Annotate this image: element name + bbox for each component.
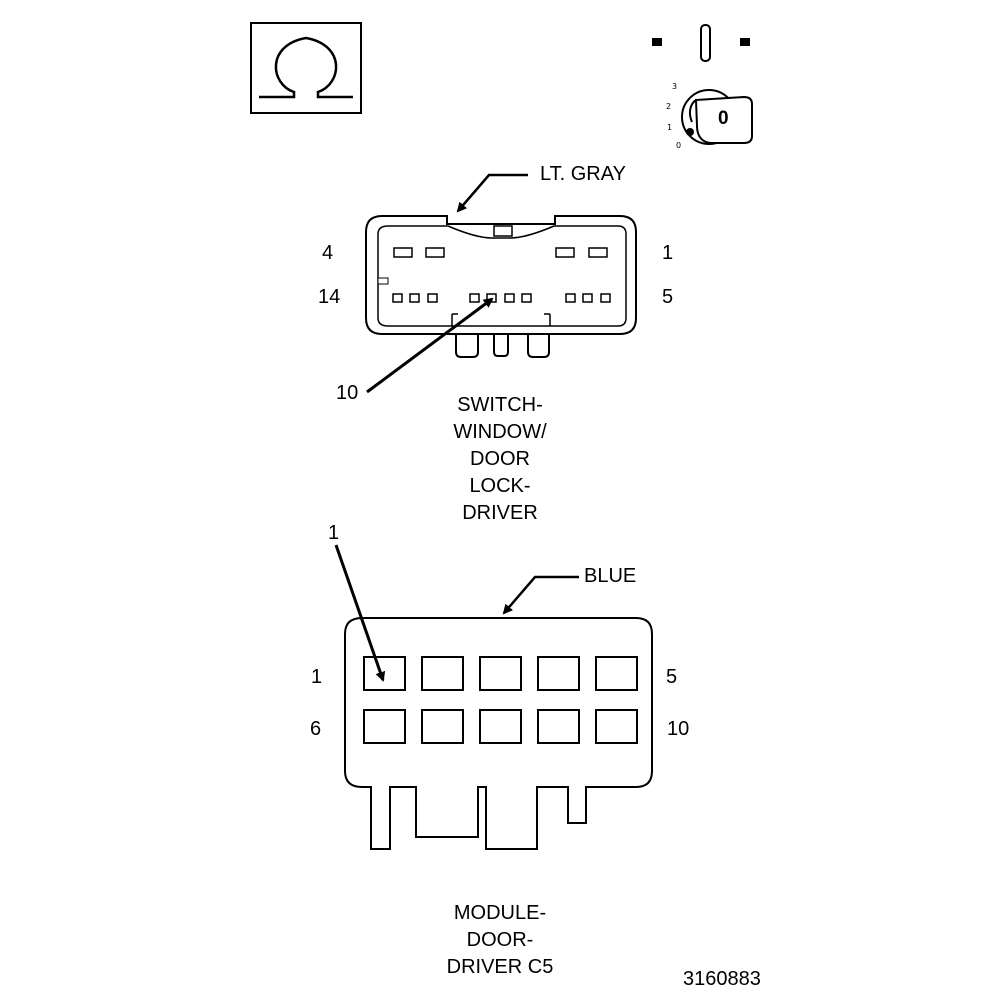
- switch-title-line: DRIVER: [462, 502, 538, 524]
- ignition-position-3: 3: [672, 82, 678, 91]
- lt-gray-leader: [456, 173, 528, 213]
- ignition-position-1: 1: [667, 123, 673, 132]
- module-color-label: BLUE: [584, 565, 637, 587]
- module-pin-cavities: [363, 656, 638, 744]
- switch-color-label: LT. GRAY: [540, 163, 626, 185]
- switch-pin-label-14: 14: [318, 286, 341, 308]
- switch-title-line: DOOR: [470, 448, 530, 470]
- module-pin-label-6: 6: [310, 718, 322, 740]
- switch-pin-cavities: [392, 247, 611, 303]
- pin-1-leader: [334, 544, 386, 682]
- ignition-key-label: 0: [718, 108, 729, 129]
- switch-pin-label-4: 4: [322, 242, 334, 264]
- switch-connector: [365, 215, 637, 358]
- omega-icon: [250, 22, 362, 114]
- switch-pin-label-1: 1: [662, 242, 674, 264]
- switch-title-line: LOCK-: [469, 475, 531, 497]
- switch-title-line: SWITCH-: [457, 394, 543, 416]
- module-title-line: MODULE-: [453, 902, 547, 924]
- module-pin-label-5: 5: [666, 666, 678, 688]
- module-title-line: DRIVER C5: [446, 956, 554, 978]
- ignition-position-0: 0: [676, 141, 682, 150]
- switch-pin-label-5: 5: [662, 286, 674, 308]
- ignition-position-2: 2: [666, 102, 672, 111]
- module-connector-title: MODULE- DOOR- DRIVER C5: [400, 900, 600, 981]
- figure-number: 3160883: [683, 968, 761, 990]
- ignition-key-icon: [652, 24, 753, 145]
- module-pin-label-10: 10: [667, 718, 690, 740]
- blue-leader: [502, 575, 579, 615]
- switch-connector-title: SWITCH- WINDOW/ DOOR LOCK- DRIVER: [400, 392, 600, 527]
- module-connector: [344, 617, 653, 850]
- module-pin-callout-1: 1: [328, 522, 340, 544]
- pin-10-leader: [366, 297, 494, 394]
- module-title-line: DOOR-: [466, 929, 534, 951]
- switch-pin-callout-10: 10: [336, 382, 359, 404]
- switch-title-line: WINDOW/: [453, 421, 547, 443]
- module-pin-label-1: 1: [311, 666, 323, 688]
